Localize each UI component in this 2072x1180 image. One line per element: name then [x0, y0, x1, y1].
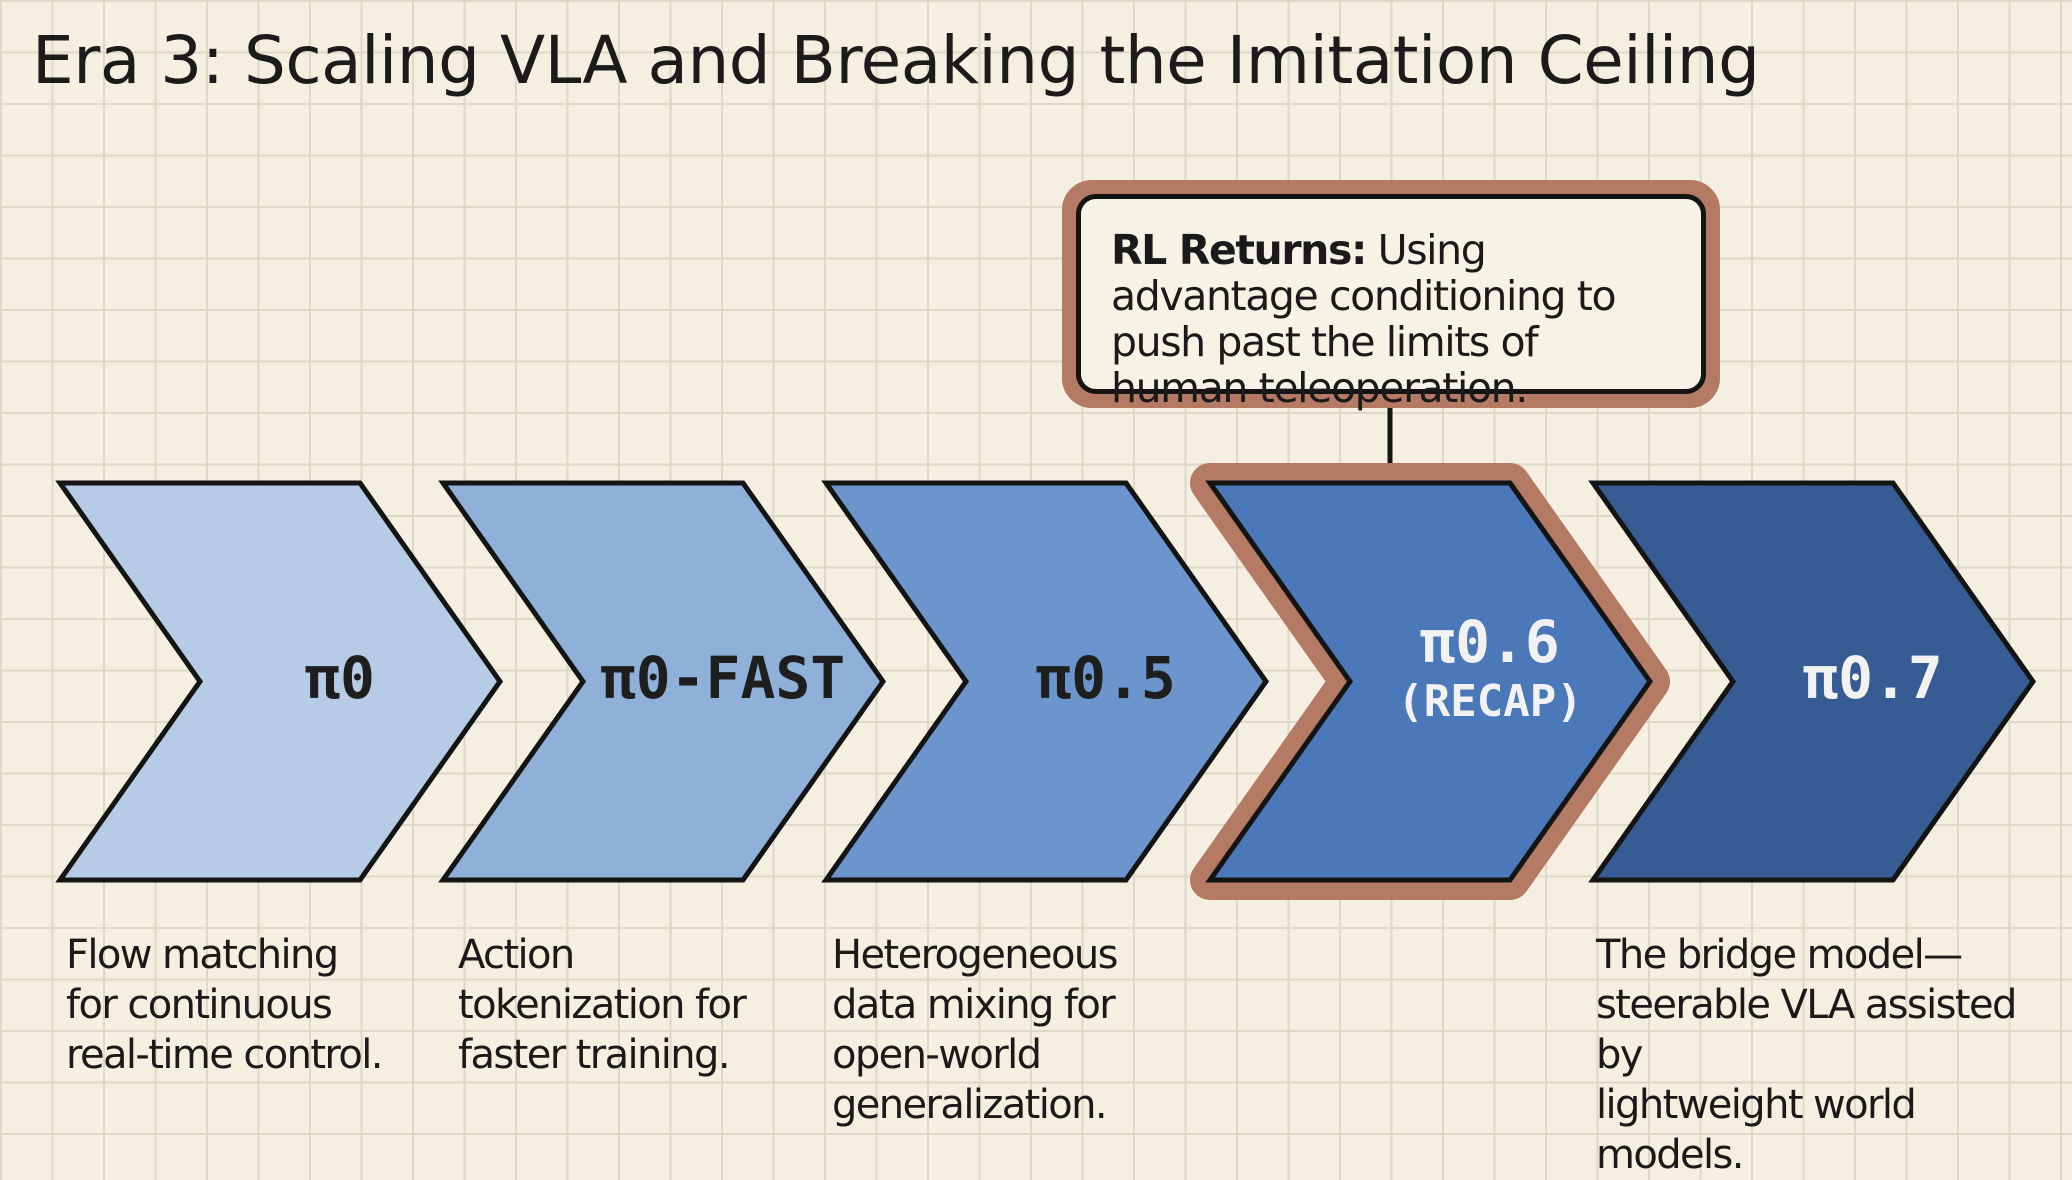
callout-text: RL Returns: Using advantage conditioning… [1076, 194, 1706, 411]
stage-name: π0.5 [1036, 643, 1176, 712]
chevron-pi0-6-recap [1205, 480, 1654, 883]
stage-label-pi0-5: π0.5 [906, 646, 1306, 710]
stage-label-pi0-7: π0.7 [1673, 646, 2072, 710]
stage-description-pi0-7: The bridge model— steerable VLA assisted… [1596, 932, 2017, 1178]
stage-subtitle: (RECAP) [1397, 675, 1583, 727]
callout-bold: RL Returns: [1111, 226, 1367, 274]
rl-returns-callout: RL Returns: Using advantage conditioning… [1062, 180, 1720, 411]
stage-label-pi0: π0 [140, 646, 540, 710]
timeline-diagram [55, 405, 2037, 900]
page-title: Era 3: Scaling VLA and Breaking the Imit… [32, 22, 1760, 99]
stage-name: π0 [305, 643, 375, 712]
stage-description-pi0: Flow matching for continuous real-time c… [66, 932, 383, 1078]
chevron-pi0 [55, 480, 504, 883]
stage-label-pi0-6-recap: π0.6(RECAP) [1290, 610, 1690, 730]
stage-name: π0-FAST [600, 643, 846, 712]
stage-label-pi0-fast: π0-FAST [523, 646, 923, 710]
stage-name: π0.6 [1420, 607, 1560, 676]
stage-description-pi0-fast: Action tokenization for faster training. [458, 932, 747, 1078]
callout-body: Using advantage conditioning to push pas… [1111, 226, 1617, 412]
chevron-pi0-fast [438, 480, 887, 883]
chevron-pi0-7 [1588, 480, 2037, 883]
stage-name: π0.7 [1803, 643, 1943, 712]
chevron-pi0-5 [821, 480, 1270, 883]
stage-description-pi0-5: Heterogeneous data mixing for open-world… [832, 932, 1118, 1128]
